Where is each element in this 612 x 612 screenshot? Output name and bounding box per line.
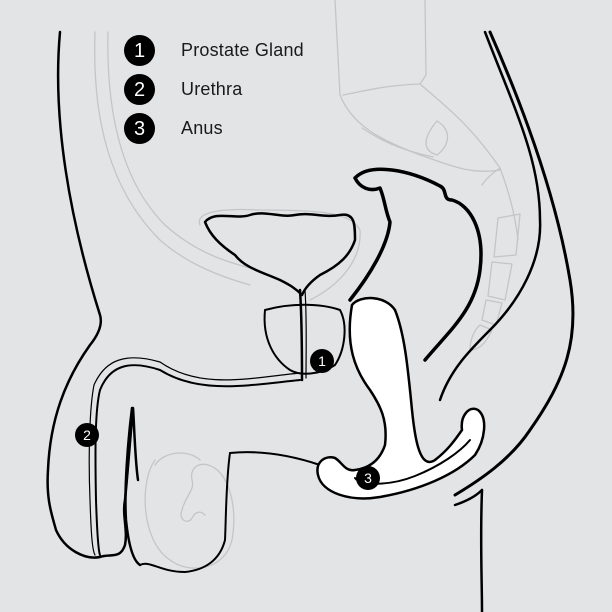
prostate-massager: [316, 296, 486, 500]
legend: 1 Prostate Gland 2 Urethra 3 Anus: [124, 31, 304, 148]
rectum-outline: [348, 167, 483, 362]
legend-item-prostate: 1 Prostate Gland: [124, 31, 304, 70]
number-badge-icon: 2: [124, 74, 155, 105]
body-outline: [46, 30, 575, 612]
prostate-outline: [263, 303, 346, 375]
legend-item-anus: 3 Anus: [124, 109, 304, 148]
urethra-channel: [298, 288, 304, 382]
marker-prostate: 1: [310, 349, 334, 373]
legend-item-urethra: 2 Urethra: [124, 70, 304, 109]
bladder-outline: [203, 212, 357, 297]
penis-outline: [88, 357, 321, 573]
number-badge-icon: 1: [124, 35, 155, 66]
number-badge-icon: 3: [124, 113, 155, 144]
legend-label: Urethra: [181, 79, 243, 99]
marker-anus: 3: [356, 466, 380, 490]
marker-urethra: 2: [75, 423, 99, 447]
legend-label: Anus: [181, 118, 223, 138]
legend-label: Prostate Gland: [181, 40, 304, 60]
